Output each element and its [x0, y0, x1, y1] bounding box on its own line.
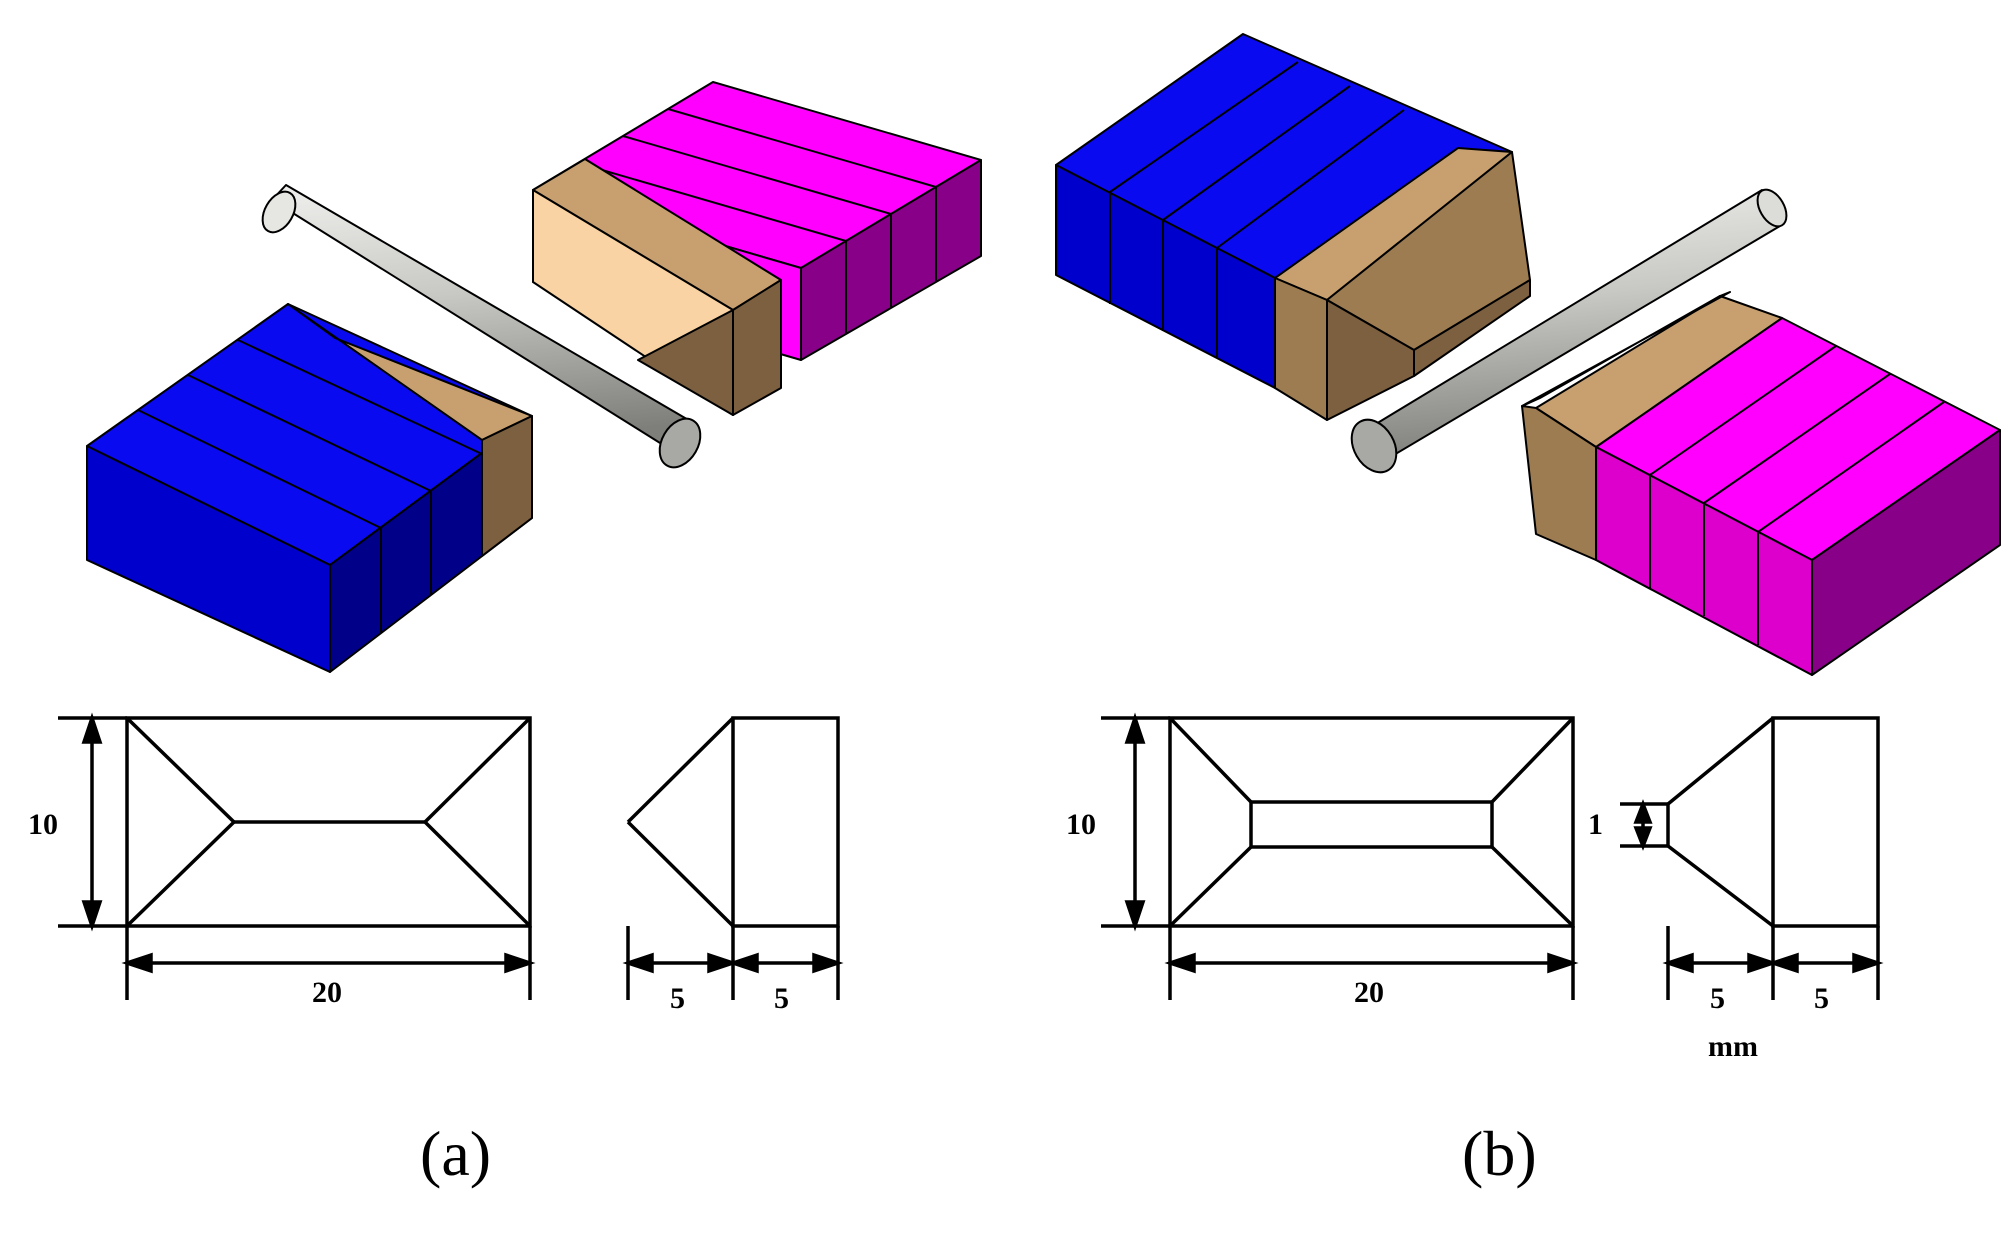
- front-view-a: [58, 716, 532, 1000]
- arrow-up-icon: [1633, 799, 1653, 824]
- panel-a-dimension-arrows: [81, 712, 844, 974]
- panel-b-dimension-arrows: [1124, 712, 1884, 974]
- arrow-up-icon: [81, 712, 103, 744]
- dim-body-a-label: 5: [774, 982, 789, 1015]
- panel-b-isometric-view: [1055, 33, 2001, 676]
- arrow-left-icon: [1164, 952, 1196, 974]
- block-a-back: [532, 81, 982, 416]
- arrow-left-icon: [1767, 952, 1799, 974]
- dim-length-a-label: 20: [312, 976, 342, 1009]
- caption-b: (b): [1462, 1118, 1537, 1189]
- arrow-left-icon: [1662, 952, 1694, 974]
- arrow-up-icon: [1124, 712, 1146, 744]
- dim-height-b-label: 10: [1066, 808, 1096, 841]
- arrow-left-icon: [622, 952, 654, 974]
- dim-height-a-label: 10: [28, 808, 58, 841]
- arrow-left-icon: [727, 952, 759, 974]
- arrow-right-icon: [1747, 952, 1779, 974]
- dim-bevel-b-label: 5: [1710, 982, 1725, 1015]
- arrow-right-icon: [812, 952, 844, 974]
- panel-a-isometric-view: [86, 81, 982, 673]
- caption-a: (a): [420, 1118, 491, 1189]
- unit-label: mm: [1708, 1030, 1758, 1063]
- block-a-front: [86, 303, 533, 673]
- block-b-right: [1521, 291, 2001, 676]
- block-b-left: [1055, 33, 1531, 421]
- arrow-right-icon: [707, 952, 739, 974]
- front-view-b: [1101, 716, 1575, 1000]
- arrow-left-icon: [121, 952, 153, 974]
- dim-body-b-label: 5: [1814, 982, 1829, 1015]
- rod-a: [261, 184, 702, 469]
- rod-b: [1350, 188, 1788, 474]
- arrow-down-icon: [1124, 900, 1146, 932]
- panel-b-drawings: [1101, 716, 1880, 1000]
- side-view-a: [626, 716, 840, 1000]
- arrow-down-icon: [81, 900, 103, 932]
- arrow-down-icon: [1633, 826, 1653, 851]
- dim-bevel-a-label: 5: [670, 982, 685, 1015]
- arrow-right-icon: [1852, 952, 1884, 974]
- arrow-right-icon: [1547, 952, 1579, 974]
- arrow-right-icon: [504, 952, 536, 974]
- dim-land-b-label: 1: [1588, 808, 1603, 841]
- dim-length-b-label: 20: [1354, 976, 1384, 1009]
